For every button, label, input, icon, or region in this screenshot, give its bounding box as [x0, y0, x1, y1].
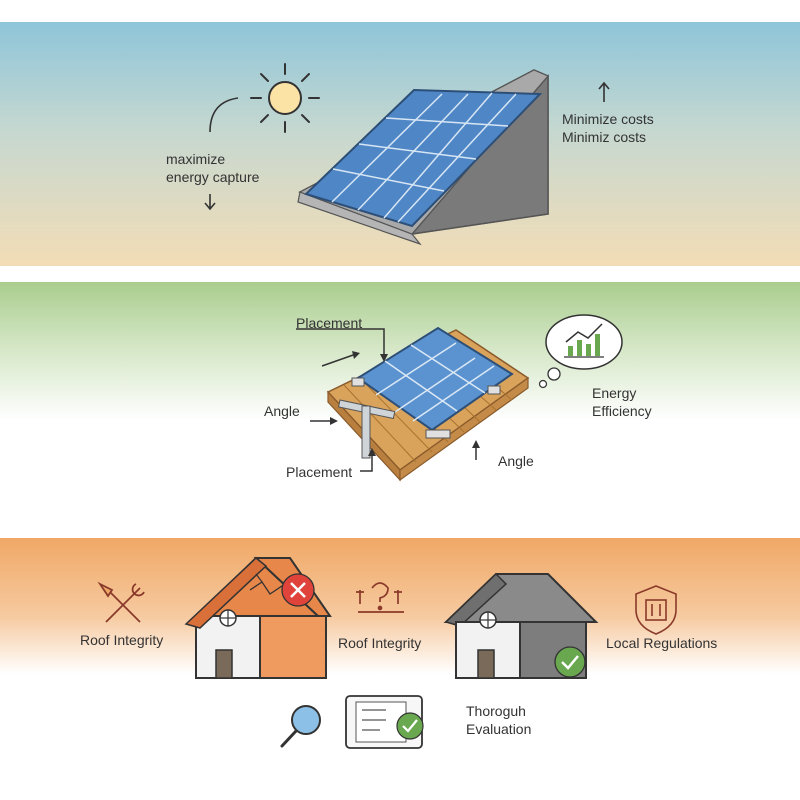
sun-icon [250, 63, 320, 133]
solar-panel-mounted [351, 326, 514, 439]
arrow-heads [330, 351, 480, 456]
label-thoroguh: Thoroguh [466, 703, 526, 719]
panel-3-art [97, 556, 677, 749]
shield-building-icon [635, 585, 677, 635]
label-efficiency: Efficiency [592, 403, 652, 419]
panel-placement-angle: Placement Angle Placement Angle Energy E… [0, 282, 800, 512]
label-minimiz-costs: Minimiz costs [562, 129, 647, 145]
panel-2-art [296, 314, 623, 482]
question-tools-icon [356, 582, 404, 613]
checklist-icon [345, 695, 424, 749]
label-local-regulations: Local Regulations [606, 635, 718, 651]
label-angle-left: Angle [264, 403, 300, 419]
thought-bubble [538, 314, 623, 389]
label-maximize: maximize [166, 151, 226, 167]
label-energy-capture: energy capture [166, 169, 260, 185]
solar-panel [304, 88, 543, 228]
label-roof-integrity-1: Roof Integrity [80, 632, 164, 648]
down-arrow [204, 194, 216, 211]
label-minimize-costs: Minimize costs [562, 111, 654, 127]
curve-arrow [209, 97, 239, 133]
label-energy: Energy [592, 385, 637, 401]
bar-chart-icon [564, 323, 604, 358]
angle-bracket [337, 399, 396, 459]
label-angle-right: Angle [498, 453, 534, 469]
label-roof-integrity-2: Roof Integrity [338, 635, 422, 651]
panel-1-art [204, 63, 610, 246]
cross-icon [281, 573, 315, 607]
up-arrow [598, 81, 610, 102]
house-cracked [184, 556, 332, 679]
label-placement-top: Placement [296, 315, 363, 331]
panel-energy-capture: maximize energy capture Minimize costs M… [0, 22, 800, 266]
tools-icon [97, 581, 145, 623]
label-placement-bottom: Placement [286, 464, 353, 480]
panel-roof-evaluation: Roof Integrity Roof Integrity Local Regu… [0, 538, 800, 800]
label-evaluation: Evaluation [466, 721, 532, 737]
magnifier-icon [280, 705, 321, 748]
check-icon [554, 646, 586, 678]
